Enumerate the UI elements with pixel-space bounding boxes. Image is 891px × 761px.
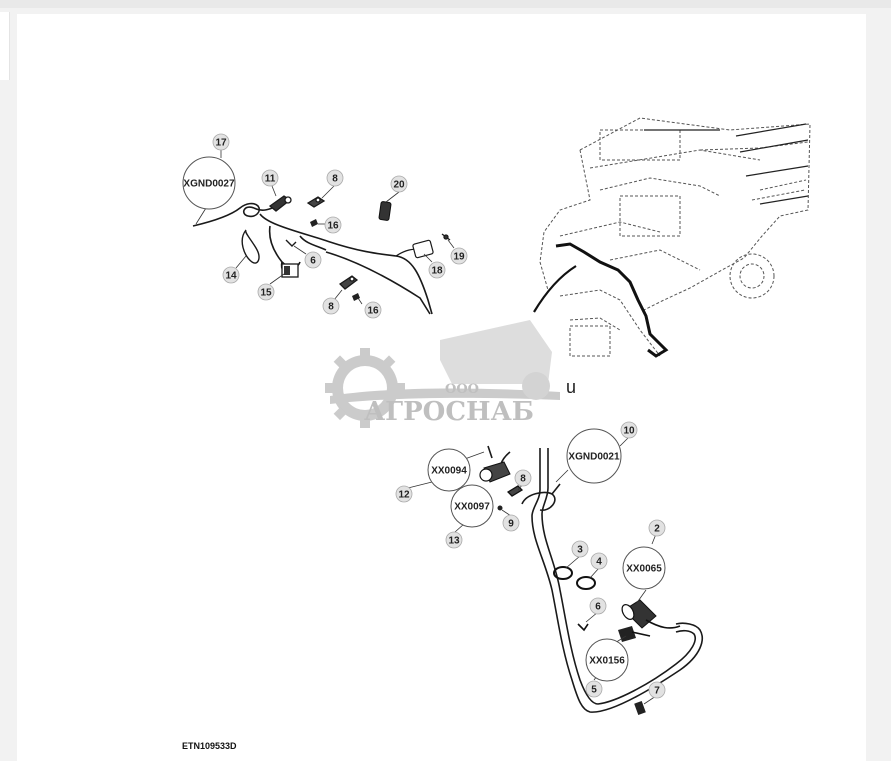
svg-text:XX0094: XX0094	[431, 466, 467, 477]
diagram-caption: ETN109533D	[182, 741, 237, 751]
svg-text:8: 8	[520, 474, 526, 485]
callout-2: 2	[648, 519, 666, 537]
callout-3: 3	[571, 540, 589, 558]
callout-bubbles: 17 11 8 20 16 14 6 15 18 19 8 16 10 12 8…	[212, 133, 666, 699]
part-8-bolt-lower	[506, 485, 524, 497]
callout-10: 10	[620, 421, 638, 439]
xx0094-connector-body	[479, 461, 511, 483]
connector-circle-xx0065: XX0065	[622, 546, 666, 590]
callout-11: 11	[261, 169, 279, 187]
callout-15: 15	[257, 283, 275, 301]
connector-18	[412, 239, 434, 259]
callout-16-top: 16	[324, 216, 342, 234]
svg-text:13: 13	[448, 536, 460, 547]
combine-harvester-sketch	[539, 117, 811, 357]
svg-text:6: 6	[310, 256, 316, 267]
svg-text:17: 17	[215, 138, 227, 149]
svg-text:16: 16	[327, 221, 339, 232]
page-top-strip	[0, 0, 891, 8]
pointer-arc	[533, 265, 577, 313]
callout-16-mid: 16	[364, 301, 382, 319]
diagram-sheet	[17, 14, 866, 761]
callout-14: 14	[222, 266, 240, 284]
callout-19: 19	[450, 247, 468, 265]
part-16-nut-top	[310, 219, 318, 227]
part-4-ring	[576, 576, 596, 590]
combine-sketch-solid-lines	[644, 123, 809, 205]
svg-text:20: 20	[393, 180, 405, 191]
part-11-clip	[268, 195, 292, 212]
callout-5: 5	[585, 680, 603, 698]
connector-circle-xgnd0021: XGND0021	[566, 428, 622, 484]
svg-text:14: 14	[225, 271, 237, 282]
svg-text:12: 12	[398, 490, 410, 501]
callout-8-mid: 8	[322, 297, 340, 315]
callout-9: 9	[502, 514, 520, 532]
part-7-fitting	[634, 700, 646, 716]
svg-text:XGND0021: XGND0021	[568, 452, 620, 463]
callout-20: 20	[390, 175, 408, 193]
svg-text:5: 5	[591, 685, 597, 696]
connector-circle-xgnd0027: XGND0027	[182, 156, 236, 210]
part-20-bracket	[378, 201, 392, 221]
svg-text:XX0156: XX0156	[589, 656, 625, 667]
svg-text:6: 6	[595, 602, 601, 613]
svg-text:9: 9	[508, 519, 514, 530]
connector-circle-xx0156: XX0156	[585, 638, 629, 682]
callout-13: 13	[445, 531, 463, 549]
stray-letter: u	[566, 377, 576, 397]
svg-text:7: 7	[654, 686, 660, 697]
callout-18: 18	[428, 261, 446, 279]
svg-text:XGND0027: XGND0027	[183, 179, 235, 190]
callout-8-top: 8	[326, 169, 344, 187]
svg-text:11: 11	[265, 174, 276, 185]
svg-text:19: 19	[453, 252, 465, 263]
harness-route-highlight	[555, 242, 669, 358]
svg-text:18: 18	[431, 266, 443, 277]
svg-text:8: 8	[332, 174, 338, 185]
callout-6-top: 6	[304, 251, 322, 269]
svg-text:8: 8	[328, 302, 334, 313]
callout-8-lower: 8	[514, 469, 532, 487]
xx0156-plug	[618, 626, 651, 642]
callout-12: 12	[395, 485, 413, 503]
part-15-connector	[281, 263, 299, 278]
part-14-loop	[241, 229, 260, 264]
callout-4: 4	[590, 552, 608, 570]
svg-text:XX0097: XX0097	[454, 502, 490, 513]
part-6-clip-top	[285, 239, 297, 247]
svg-text:4: 4	[596, 557, 602, 568]
agrosnab-watermark: ООО АГРОСНАБ	[325, 320, 560, 428]
svg-text:15: 15	[260, 288, 272, 299]
connector-circle-xx0097: XX0097	[450, 484, 494, 528]
callout-7: 7	[648, 681, 666, 699]
callout-6-bottom: 6	[589, 597, 607, 615]
part-19-pin	[441, 233, 451, 241]
part-3-ring	[553, 566, 573, 580]
left-panel-tab[interactable]	[0, 12, 10, 80]
part-16-nut-bottom	[352, 293, 360, 301]
svg-text:10: 10	[623, 426, 635, 437]
svg-text:16: 16	[367, 306, 379, 317]
svg-text:XX0065: XX0065	[626, 564, 662, 575]
part-9-washer	[497, 505, 503, 511]
xx0065-connector-body	[621, 599, 681, 629]
part-8-bolt-top	[306, 196, 326, 208]
connector-circle-xx0094: XX0094	[427, 448, 471, 492]
part-6-clip-bottom	[577, 623, 589, 632]
svg-text:3: 3	[577, 545, 583, 556]
watermark-company-name: АГРОСНАБ	[364, 397, 534, 427]
callout-17: 17	[212, 133, 230, 151]
svg-text:2: 2	[654, 524, 660, 535]
part-8-bolt-bottom	[338, 275, 359, 290]
watermark-company-type: ООО	[445, 382, 479, 397]
leader-lines	[195, 150, 657, 705]
